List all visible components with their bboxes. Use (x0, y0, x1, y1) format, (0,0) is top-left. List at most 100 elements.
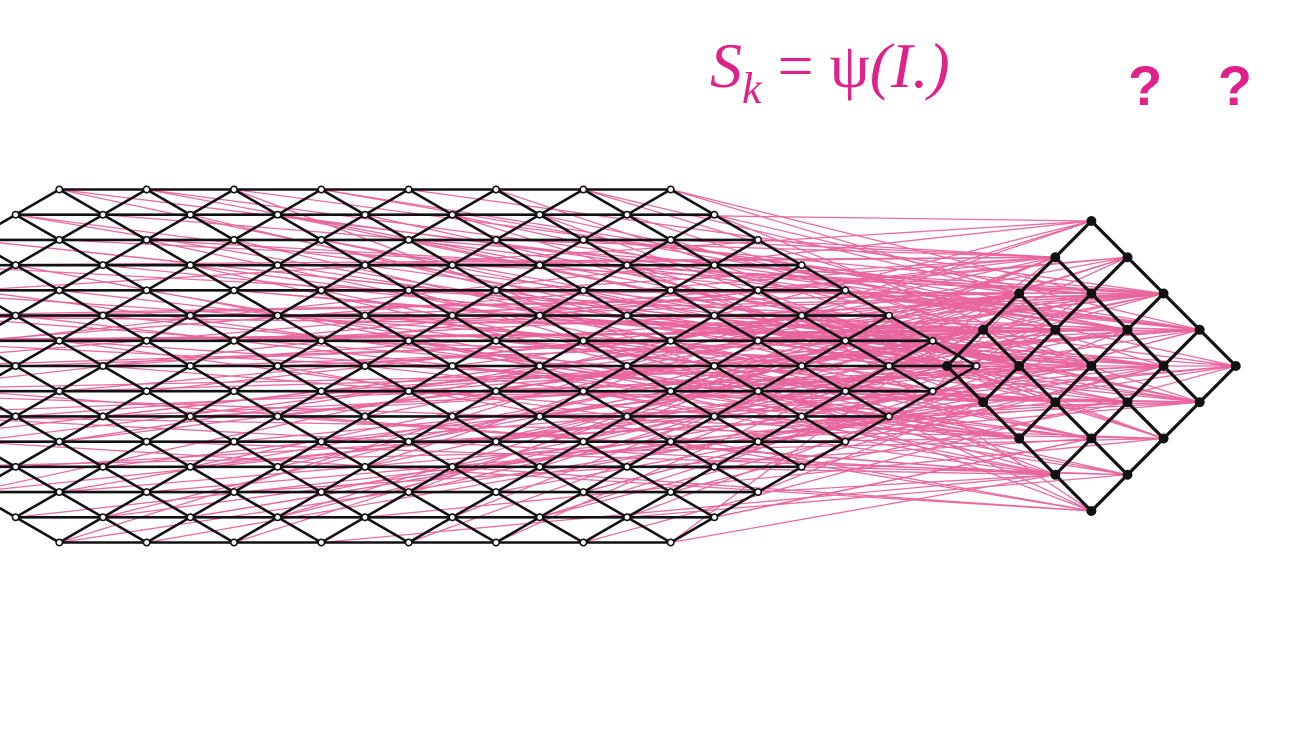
hex-node (579, 387, 588, 396)
mapping-edge (277, 329, 1056, 518)
hex-edge (0, 506, 17, 519)
hex-edge (539, 390, 585, 418)
hex-edge (233, 516, 279, 544)
hex-edge (145, 238, 191, 267)
hex-edge (364, 213, 410, 242)
hex-edge (539, 364, 585, 393)
hex-edge (233, 188, 279, 216)
hex-node (273, 261, 282, 270)
hex-node (404, 185, 413, 194)
hex-node (579, 488, 588, 497)
hex-edge (364, 238, 410, 267)
hex-node (229, 437, 238, 446)
hex-node (186, 513, 195, 522)
hex-node (885, 412, 894, 421)
hex-edge (539, 415, 585, 443)
mapping-edge (757, 401, 984, 493)
hex-edge (713, 314, 759, 342)
hex-edge (0, 355, 17, 368)
square-node (978, 324, 989, 335)
hex-node (229, 185, 238, 194)
hex-node (317, 387, 326, 396)
hex-edge (0, 364, 17, 377)
hex-node (273, 412, 282, 421)
hex-edge (14, 465, 60, 494)
hex-edge (189, 314, 235, 342)
hex-node (492, 437, 501, 446)
hex-edge (495, 390, 541, 418)
hex-node (11, 261, 20, 270)
hex-edge (364, 465, 410, 494)
hex-edge (713, 238, 759, 267)
mapping-edge (670, 256, 1056, 544)
hex-edge (0, 314, 17, 327)
mapping-edge (495, 329, 984, 443)
square-edge (1162, 328, 1201, 368)
formula-lhs-subscript: k (742, 64, 762, 113)
mapping-edge (495, 256, 1128, 544)
hex-node (623, 412, 632, 421)
mapping-edge (845, 390, 1056, 476)
hex-edge (670, 390, 716, 418)
hex-edge (277, 314, 322, 342)
square-edge (1198, 328, 1237, 368)
hex-node (317, 437, 326, 446)
hex-node (710, 361, 719, 370)
hex-edge (451, 364, 497, 393)
hex-edge (626, 314, 672, 342)
hex-edge (408, 390, 453, 418)
hex-node (666, 286, 675, 295)
hex-edge (801, 314, 847, 342)
mapping-edge (670, 239, 984, 331)
hex-edge (626, 213, 672, 242)
hex-edge (277, 264, 322, 292)
hex-edge (888, 339, 934, 368)
hex-node (11, 210, 20, 219)
mapping-edge (408, 390, 1200, 403)
hex-node (229, 235, 238, 244)
hex-edge (14, 314, 60, 342)
hex-edge (145, 314, 191, 342)
hex-edge (320, 465, 366, 494)
hex-node (448, 210, 457, 219)
hex-node (55, 387, 64, 396)
mapping-edge (102, 214, 1092, 295)
square-edge (981, 401, 1021, 440)
hex-node (360, 361, 369, 370)
hex-node (98, 462, 107, 471)
square-edge (1162, 292, 1201, 331)
hex-node (797, 311, 806, 320)
hex-edge (58, 516, 104, 544)
mapping-edge (277, 415, 1056, 476)
square-edge (1162, 401, 1201, 440)
hex-node (448, 261, 457, 270)
hex-edge (495, 440, 541, 468)
hex-node (229, 336, 238, 345)
hex-edge (539, 188, 585, 216)
hex-edge (757, 264, 803, 292)
hex-node (885, 311, 894, 320)
hex-edge (626, 516, 672, 544)
hex-edge (495, 213, 541, 242)
mapping-edge (539, 329, 984, 468)
hex-edge (757, 314, 803, 342)
hex-edge (626, 289, 672, 317)
hex-edge (451, 415, 497, 443)
hex-edge (713, 490, 759, 519)
hex-lattice-edges (0, 188, 978, 544)
square-edge (1018, 292, 1057, 331)
square-edge (1054, 328, 1093, 368)
hex-node (142, 336, 151, 345)
hex-edge (364, 314, 410, 342)
hex-edge (58, 188, 104, 216)
hex-edge (888, 364, 934, 393)
hex-node (186, 361, 195, 370)
hex-edge (233, 440, 279, 468)
hex-edge (495, 415, 541, 443)
square-node (1086, 288, 1097, 299)
mapping-edge (845, 289, 1200, 331)
hex-edge (14, 440, 60, 468)
hex-edge (102, 364, 148, 393)
hex-node (404, 488, 413, 497)
hex-node (404, 235, 413, 244)
